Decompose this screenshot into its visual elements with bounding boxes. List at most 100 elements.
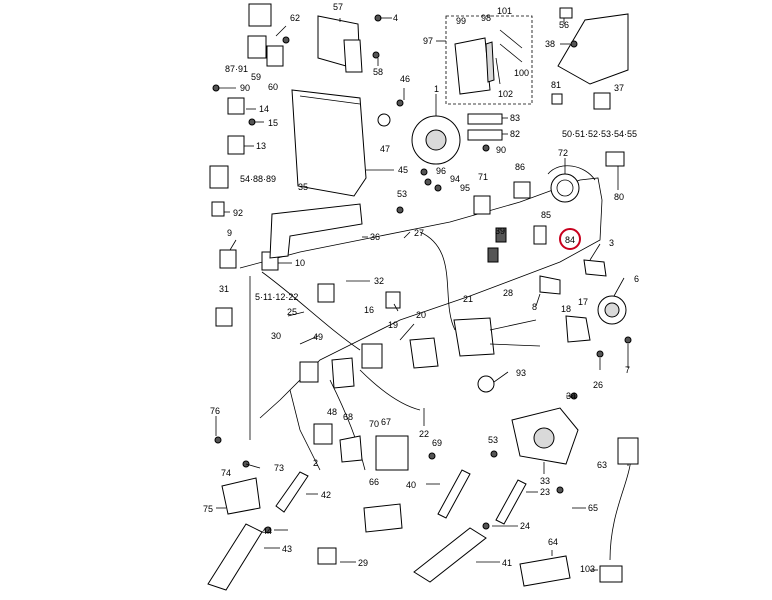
- callout-97: 97: [423, 36, 433, 46]
- part-49-switch: [331, 357, 355, 389]
- part-48-switch: [299, 361, 319, 383]
- callout-57: 57: [333, 2, 343, 12]
- callout-74: 74: [221, 468, 231, 478]
- callout-9: 9: [227, 228, 232, 238]
- callout-101: 101: [497, 6, 512, 16]
- part-83-label: [467, 113, 503, 125]
- part-29-relay: [317, 547, 337, 565]
- part-45-control-unit: [291, 89, 367, 197]
- part-18-switch: [565, 315, 591, 343]
- callout-49: 49: [313, 332, 323, 342]
- callout-75: 75: [203, 504, 213, 514]
- callout-86: 86: [515, 162, 525, 172]
- highlight-ring-84: [559, 228, 581, 250]
- part-59-relay: [247, 35, 267, 59]
- callout-81: 81: [551, 80, 561, 90]
- callout-19: 19: [388, 320, 398, 330]
- callout-95: 95: [460, 183, 470, 193]
- part-76-clip: [214, 436, 222, 444]
- part-92-plate: [211, 201, 225, 217]
- part-71-switch: [473, 195, 491, 215]
- part-14-relay: [227, 97, 245, 115]
- part-5-relay: [317, 283, 335, 303]
- callout-29: 29: [358, 558, 368, 568]
- callout-21: 21: [463, 294, 473, 304]
- parts-group: [207, 3, 639, 591]
- callout-87-91: 87·91: [225, 64, 248, 74]
- callout-65: 65: [588, 503, 598, 513]
- callout-4: 4: [393, 13, 398, 23]
- part-57-bracket-tab: [343, 39, 363, 73]
- part-102-pin: [495, 57, 501, 85]
- part-56-nut: [559, 7, 573, 19]
- callout-6: 6: [634, 274, 639, 284]
- part-39b-switch: [487, 247, 499, 263]
- callout-92: 92: [233, 208, 243, 218]
- callout-27: 27: [414, 228, 424, 238]
- part-38-nut: [570, 40, 578, 48]
- callout-72: 72: [558, 148, 568, 158]
- callout-14: 14: [259, 104, 269, 114]
- callout-17: 17: [578, 297, 588, 307]
- callout-103: 103: [580, 564, 595, 574]
- callout-68: 68: [343, 412, 353, 422]
- part-54-relay: [209, 165, 229, 189]
- callout-53b: 53: [488, 435, 498, 445]
- callout-93: 93: [516, 368, 526, 378]
- callout-71: 71: [478, 172, 488, 182]
- callout-1: 1: [434, 84, 439, 94]
- callout-47: 47: [380, 144, 390, 154]
- callout-34: 34: [566, 391, 576, 401]
- callout-44: 44: [262, 526, 272, 536]
- part-43-bracket: [207, 523, 263, 591]
- callout-54-88-89: 54·88·89: [240, 174, 276, 184]
- part-44-nut: [264, 526, 272, 534]
- group-97-outline: [445, 15, 533, 105]
- callout-31: 31: [219, 284, 229, 294]
- callout-53: 53: [397, 189, 407, 199]
- part-37-bracket: [557, 13, 629, 85]
- callout-18: 18: [561, 304, 571, 314]
- part-74-bracket: [221, 477, 261, 515]
- callout-8: 8: [532, 302, 537, 312]
- callout-25: 25: [287, 307, 297, 317]
- part-94-screw: [424, 178, 432, 186]
- callout-84: 84: [565, 235, 575, 245]
- part-20-switch: [409, 337, 439, 369]
- callout-30: 30: [271, 331, 281, 341]
- part-41-bracket: [413, 527, 487, 583]
- callout-5-11-12-22: 5·11·12·22: [255, 292, 298, 302]
- callout-85: 85: [541, 210, 551, 220]
- callout-90: 90: [240, 83, 250, 93]
- part-62-relay: [248, 3, 272, 27]
- callout-45: 45: [398, 165, 408, 175]
- callout-43: 43: [282, 544, 292, 554]
- callout-22: 22: [419, 429, 429, 439]
- part-62-screw: [282, 36, 290, 44]
- callout-64: 64: [548, 537, 558, 547]
- part-80-switch: [605, 151, 625, 167]
- part-63-connector: [617, 437, 639, 465]
- part-72-gauge: [550, 173, 580, 203]
- callout-60: 60: [268, 82, 278, 92]
- callout-labels: 62 57 4 99 98 101 97 56 38 87·91 59 60 5…: [203, 2, 639, 574]
- part-23-sensor: [495, 479, 527, 525]
- part-21-combination-switch: [453, 317, 495, 357]
- part-67-module: [375, 435, 409, 471]
- part-99-housing: [454, 37, 491, 95]
- part-8-switch: [539, 275, 561, 295]
- callout-33: 33: [540, 476, 550, 486]
- callout-15: 15: [268, 118, 278, 128]
- callout-3: 3: [609, 238, 614, 248]
- part-68-bracket: [339, 435, 363, 463]
- callout-82: 82: [510, 129, 520, 139]
- part-86-switch: [513, 181, 531, 199]
- callout-48: 48: [327, 407, 337, 417]
- part-53b-screw: [490, 450, 498, 458]
- part-90b-screw: [482, 144, 490, 152]
- part-58-screw: [372, 51, 380, 59]
- callout-98: 98: [481, 13, 491, 23]
- callout-102: 102: [498, 89, 513, 99]
- callout-63: 63: [597, 460, 607, 470]
- part-47-grommet: [377, 113, 391, 127]
